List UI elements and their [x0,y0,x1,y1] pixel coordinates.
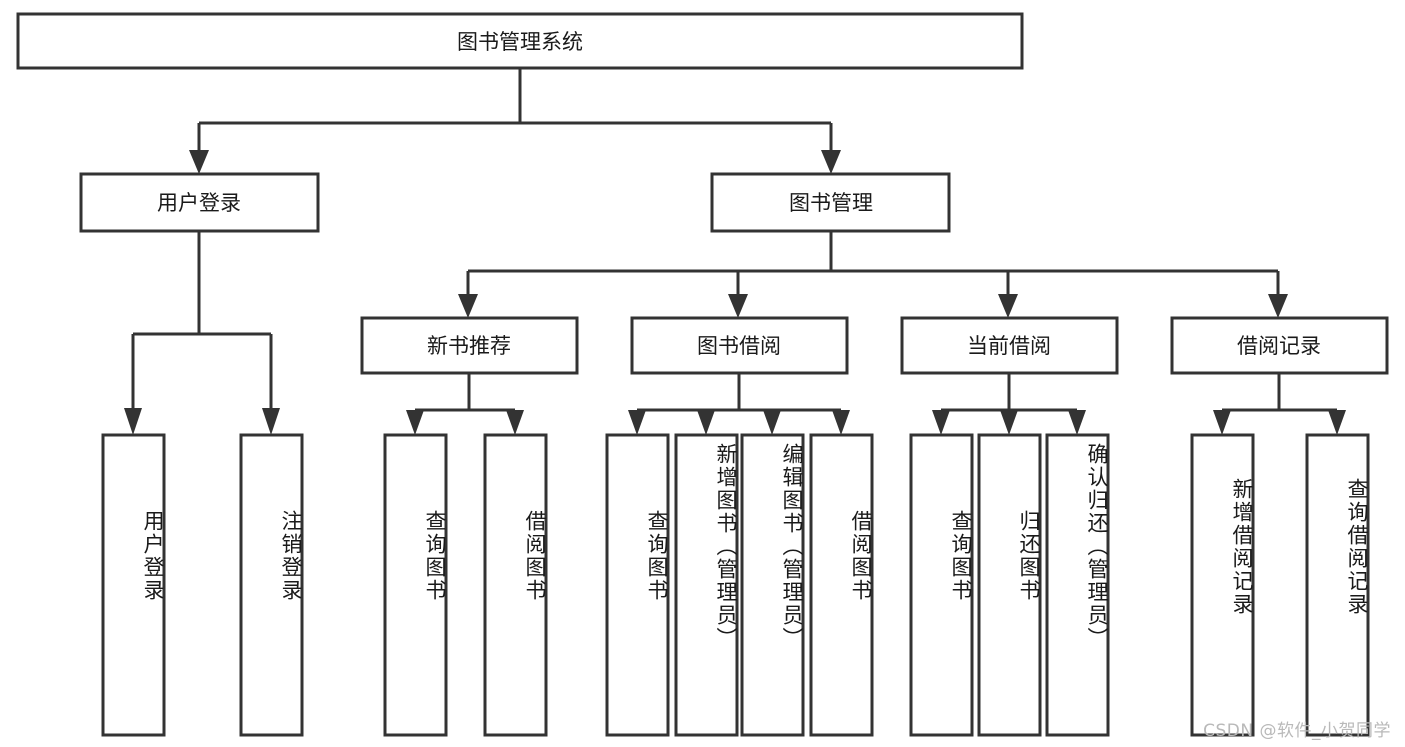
connector-borrow-record-to-leaves [1213,373,1346,435]
arrow-user-login [189,150,209,174]
leaf-box-query-book-2[interactable] [605,433,670,737]
leaf-box-add-record[interactable] [1190,433,1255,737]
connector-user-login-to-leaves [124,231,280,435]
connector-book-manage-to-level3 [458,231,1288,318]
leaf-box-query-book-3[interactable] [909,433,974,737]
leaf-box-borrow-book-2[interactable] [809,433,874,737]
node-root[interactable]: 图书管理系统 [16,12,1024,70]
arrow-leaf-add-book [697,410,715,435]
arrow-leaf-borrow-book-1 [506,410,524,435]
node-current-borrow[interactable]: 当前借阅 [900,316,1119,375]
arrow-current-borrow [998,294,1018,318]
borrow-record-box[interactable] [1170,316,1389,375]
book-borrow-label: 图书借阅 [697,334,781,358]
connector-new-book-recommend-to-leaves [406,373,524,435]
arrow-leaf-user-login [124,408,142,435]
arrow-leaf-logout [262,408,280,435]
book-manage-box[interactable] [710,172,951,233]
arrow-leaf-borrow-book-2 [832,410,850,435]
leaf-box-confirm-return[interactable] [1045,433,1110,737]
leaf-box-logout[interactable] [239,433,304,737]
watermark-text: CSDN @软件_小贺同学 [1203,721,1391,741]
leaf-box-edit-book[interactable] [740,433,805,737]
arrow-book-manage [821,150,841,174]
connector-book-borrow-to-leaves [628,373,850,435]
arrow-leaf-add-record [1213,410,1231,435]
arrow-leaf-query-book-2 [628,410,646,435]
root-label: 图书管理系统 [457,30,583,54]
new-book-recommend-label: 新书推荐 [427,334,511,358]
arrow-new-book-recommend [458,294,478,318]
current-borrow-label: 当前借阅 [967,334,1051,358]
leaf-box-borrow-book-1[interactable] [483,433,548,737]
arrow-leaf-confirm-return [1068,410,1086,435]
leaf-box-add-book[interactable] [674,433,739,737]
node-user-login[interactable]: 用户登录 [79,172,320,233]
book-manage-label: 图书管理 [789,191,873,215]
arrow-leaf-query-book-3 [932,410,950,435]
arrow-leaf-edit-book [763,410,781,435]
user-login-label: 用户登录 [157,191,241,215]
arrow-book-borrow [728,294,748,318]
leaf-box-query-book-1[interactable] [383,433,448,737]
node-book-borrow[interactable]: 图书借阅 [630,316,849,375]
arrow-leaf-return-book [1000,410,1018,435]
connector-root-to-level2 [189,68,841,174]
current-borrow-box[interactable] [900,316,1119,375]
leaf-box-user-login[interactable] [101,433,166,737]
borrow-record-label: 借阅记录 [1237,334,1321,358]
arrow-borrow-record [1268,294,1288,318]
arrow-leaf-query-book-1 [406,410,424,435]
node-borrow-record[interactable]: 借阅记录 [1170,316,1389,375]
node-new-book-recommend[interactable]: 新书推荐 [360,316,579,375]
root-box[interactable] [16,12,1024,70]
leaf-box-return-book[interactable] [977,433,1042,737]
arrow-leaf-query-record [1328,410,1346,435]
new-book-recommend-box[interactable] [360,316,579,375]
book-borrow-box[interactable] [630,316,849,375]
leaf-box-query-record[interactable] [1305,433,1370,737]
connector-current-borrow-to-leaves [932,373,1086,435]
node-book-manage[interactable]: 图书管理 [710,172,951,233]
